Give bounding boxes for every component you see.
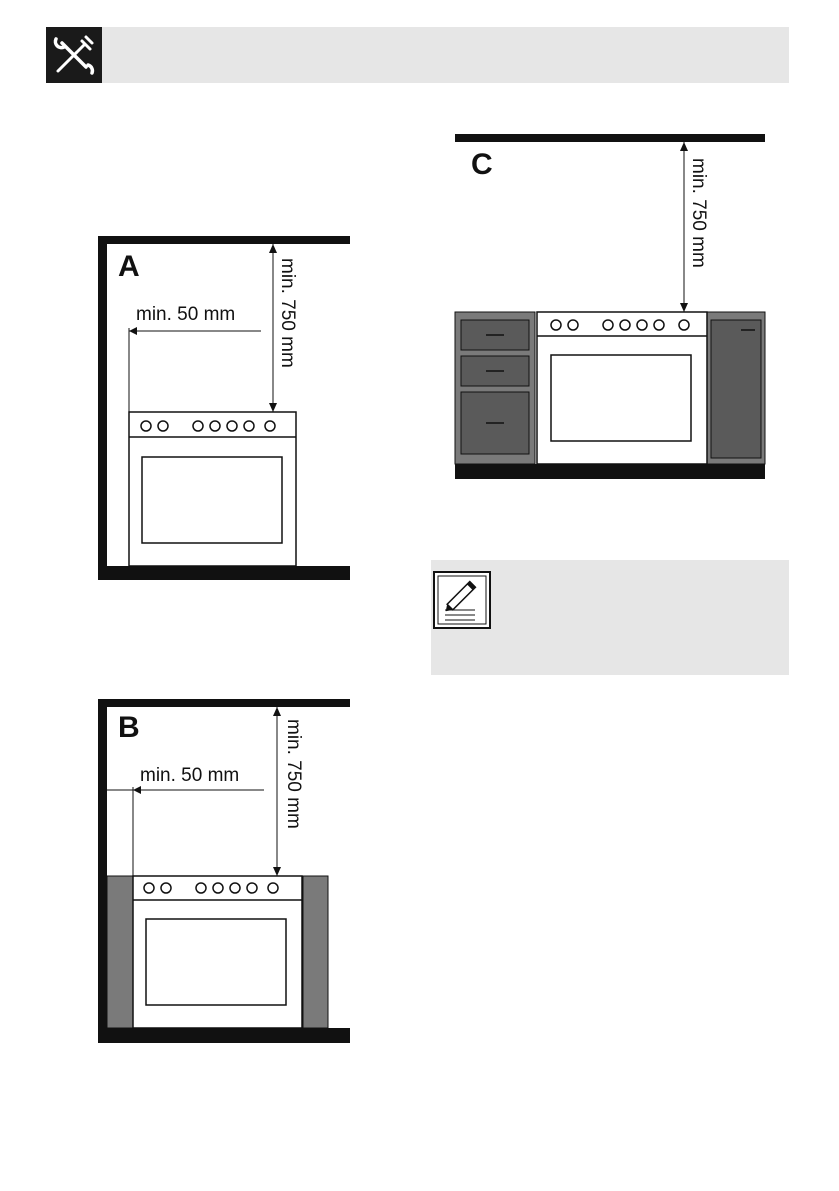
top-clearance-label-c: min. 750 mm	[688, 158, 709, 268]
side-clearance-label-b: min. 50 mm	[140, 765, 240, 786]
pencil-note-icon	[433, 571, 491, 629]
figure-letter-b: B	[118, 711, 140, 744]
figure-letter-c: C	[471, 148, 493, 181]
diagram-b: B min. 50 mm min. 750 mm	[98, 699, 350, 1043]
figure-letter-a: A	[118, 250, 140, 283]
diagram-a: A min. 50 mm min. 750 mm	[98, 236, 350, 580]
diagram-b-drawing	[98, 699, 350, 1043]
section-header-bar	[46, 27, 789, 83]
diagram-c-drawing	[454, 134, 766, 479]
diagram-a-drawing	[98, 236, 350, 580]
top-clearance-label-a: min. 750 mm	[277, 258, 298, 368]
tools-icon	[46, 27, 102, 83]
note-box	[431, 560, 789, 675]
diagram-c: C min. 750 mm	[453, 134, 767, 482]
side-clearance-label-a: min. 50 mm	[136, 304, 236, 325]
top-clearance-label-b: min. 750 mm	[283, 719, 304, 829]
